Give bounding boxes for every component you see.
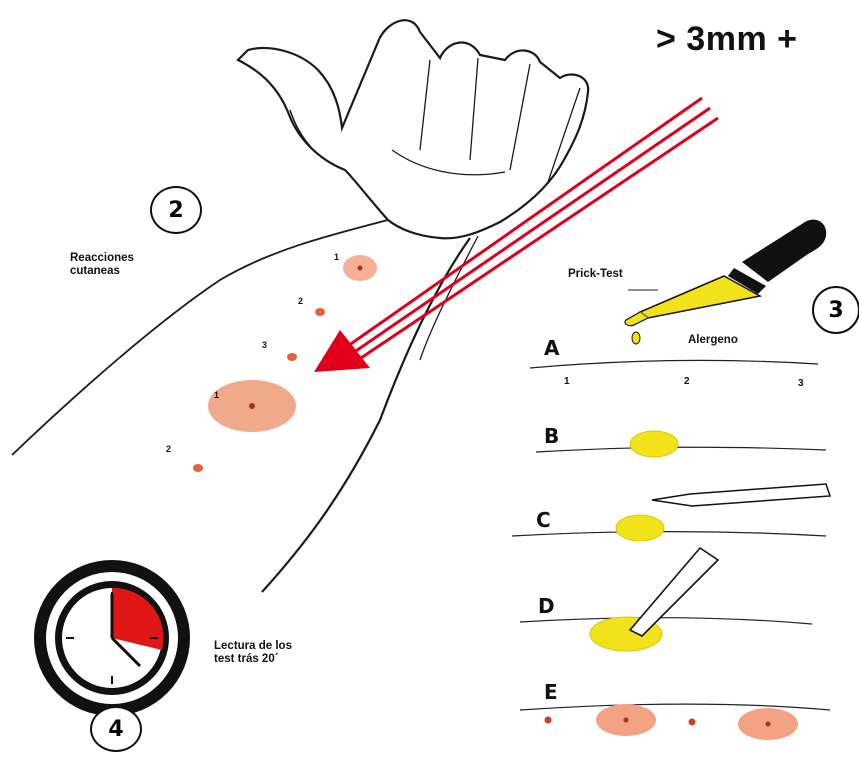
panel-b-line <box>536 447 826 452</box>
step-badge-2: 2 <box>150 186 202 234</box>
reaction-e-1 <box>545 717 552 724</box>
prick-test-label: Prick-Test <box>568 268 623 281</box>
palm-crease <box>392 150 505 175</box>
panel-letter-e: E <box>544 680 558 704</box>
panel-d-line <box>520 618 812 624</box>
step-number-3: 3 <box>828 298 843 323</box>
reaction-dot-big <box>249 403 255 409</box>
reactions-label-line-2: cutaneas <box>70 265 134 278</box>
reactions-label: Reacciones cutaneas <box>70 252 134 278</box>
panel-letter-a: A <box>544 336 559 360</box>
allergen-drop-c <box>616 515 664 541</box>
reaction-e-3 <box>689 719 696 726</box>
reading-label-line-2: test trás 20´ <box>214 653 292 666</box>
reading-label-line-1: Lectura de los <box>214 640 292 653</box>
finger-line-1 <box>420 60 430 150</box>
arm-marker-4: 1 <box>214 390 219 400</box>
position-2: 2 <box>684 376 690 387</box>
reaction-dot-1 <box>358 266 363 271</box>
panel-letter-b: B <box>544 424 559 448</box>
finger-line-2 <box>470 58 478 160</box>
step-badge-3: 3 <box>812 286 859 334</box>
dropper-icon <box>625 220 826 344</box>
reaction-small-5 <box>193 464 203 472</box>
panel-a-line <box>530 361 818 368</box>
needle-icon <box>630 548 718 636</box>
allergen-drop-b <box>630 431 678 457</box>
position-1: 1 <box>564 376 570 387</box>
position-3: 3 <box>798 378 804 389</box>
panel-letter-c: C <box>536 508 551 532</box>
forearm-upper-edge <box>12 220 388 455</box>
arm-marker-3: 3 <box>262 340 267 350</box>
reaction-small-2 <box>315 308 325 316</box>
arm-marker-1: 1 <box>334 252 339 262</box>
arm-marker-5: 2 <box>166 444 171 454</box>
reading-label: Lectura de los test trás 20´ <box>214 640 292 666</box>
allergen-label: Alergeno <box>688 334 738 347</box>
panel-letter-d: D <box>538 594 555 618</box>
finger-line-3 <box>510 64 530 170</box>
reactions-label-line-1: Reacciones <box>70 252 134 265</box>
timer-clock-icon <box>34 560 190 716</box>
hand-outline <box>238 20 588 238</box>
panel-c-line <box>512 532 826 537</box>
finger-line-4 <box>548 88 580 182</box>
lancet-icon <box>652 484 830 506</box>
headline-threshold: > 3mm + <box>656 20 797 59</box>
arm-marker-6: 3 <box>300 400 305 410</box>
reaction-small-3 <box>287 353 297 361</box>
arm-marker-2: 2 <box>298 296 303 306</box>
thumb-crease <box>290 110 345 170</box>
step-number-4: 4 <box>108 717 123 742</box>
step-number-2: 2 <box>168 198 183 223</box>
step-badge-4: 4 <box>90 706 142 752</box>
panel-e-line <box>520 704 830 710</box>
